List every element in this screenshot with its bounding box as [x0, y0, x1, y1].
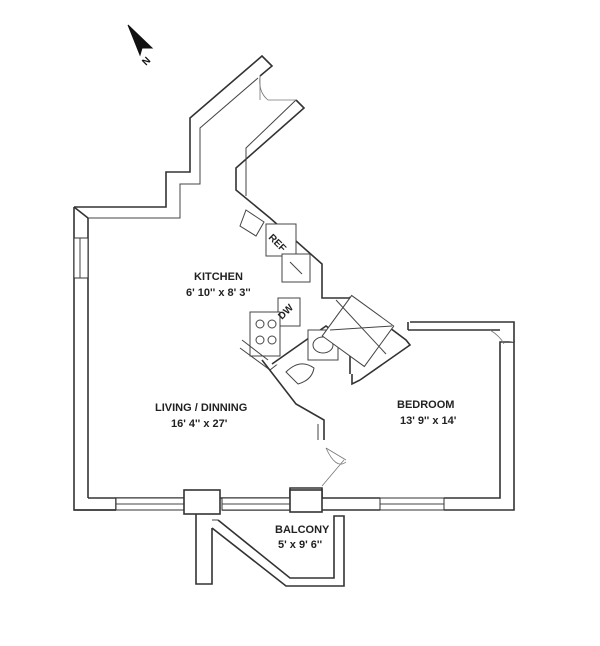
living-dims: 16' 4'' x 27'	[171, 418, 228, 430]
windows	[73, 237, 445, 515]
balcony-dims: 5' x 9' 6''	[278, 539, 322, 551]
bedroom-name: BEDROOM	[397, 399, 454, 411]
balcony-outline	[195, 514, 345, 587]
doors	[259, 75, 505, 487]
bedroom-dims: 13' 9'' x 14'	[400, 415, 457, 427]
compass-label: N	[140, 55, 153, 68]
kitchen-name: KITCHEN	[194, 271, 243, 283]
exterior-walls	[73, 54, 515, 511]
north-arrow-icon: N	[127, 24, 154, 68]
living-name: LIVING / DINNING	[155, 402, 247, 414]
kitchen-counters	[239, 209, 311, 371]
balcony-name: BALCONY	[275, 524, 330, 536]
bathroom	[261, 294, 395, 440]
kitchen-dims: 6' 10'' x 8' 3''	[186, 287, 251, 299]
